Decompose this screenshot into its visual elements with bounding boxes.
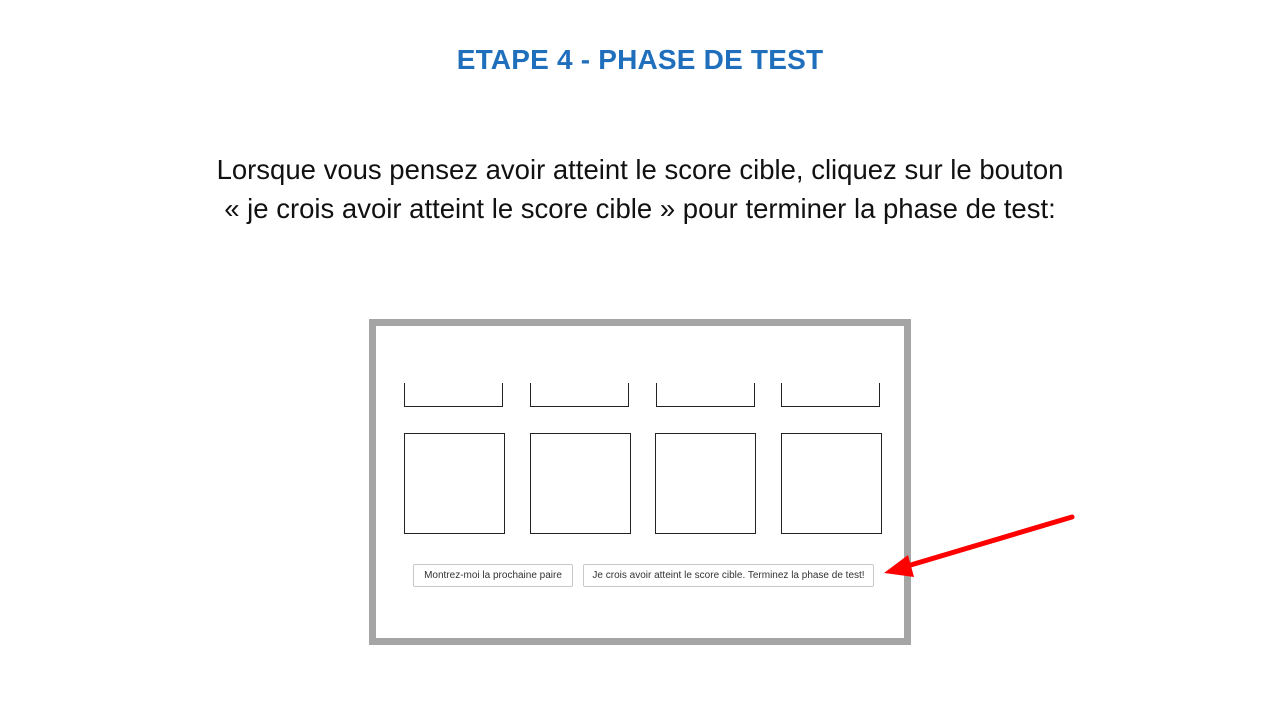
next-pair-button[interactable]: Montrez-moi la prochaine paire [413, 564, 573, 587]
card-partial-1 [404, 383, 503, 407]
card-partial-2 [530, 383, 629, 407]
card-3[interactable] [655, 433, 756, 534]
card-partial-3 [656, 383, 755, 407]
embedded-screenshot: Montrez-moi la prochaine paire Je crois … [369, 319, 911, 645]
card-1[interactable] [404, 433, 505, 534]
slide-instructions: Lorsque vous pensez avoir atteint le sco… [216, 154, 1064, 224]
card-partial-4 [781, 383, 880, 407]
card-4[interactable] [781, 433, 882, 534]
slide-title: ETAPE 4 - PHASE DE TEST [456, 44, 824, 75]
card-2[interactable] [530, 433, 631, 534]
red-arrow-icon [884, 514, 1075, 577]
finish-test-button[interactable]: Je crois avoir atteint le score cible. T… [583, 564, 874, 587]
